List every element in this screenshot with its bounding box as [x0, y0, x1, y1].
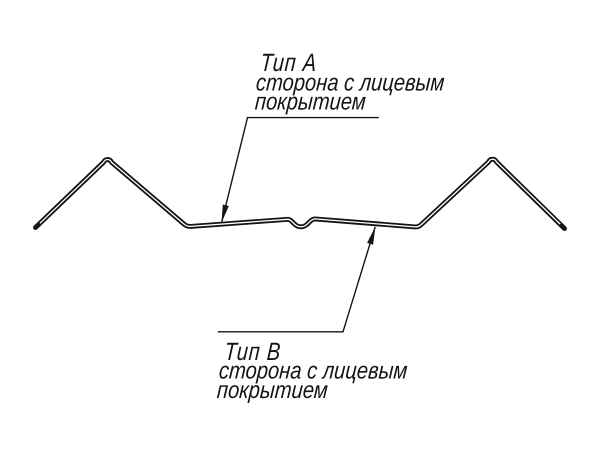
- svg-text:покрытием: покрытием: [216, 377, 329, 404]
- svg-text:Тип А: Тип А: [260, 48, 319, 77]
- svg-text:Тип В: Тип В: [224, 337, 283, 366]
- svg-text:сторона с лицевым: сторона с лицевым: [255, 69, 445, 96]
- svg-text:сторона с лицевым: сторона с лицевым: [218, 357, 408, 384]
- svg-text:покрытием: покрытием: [254, 88, 367, 115]
